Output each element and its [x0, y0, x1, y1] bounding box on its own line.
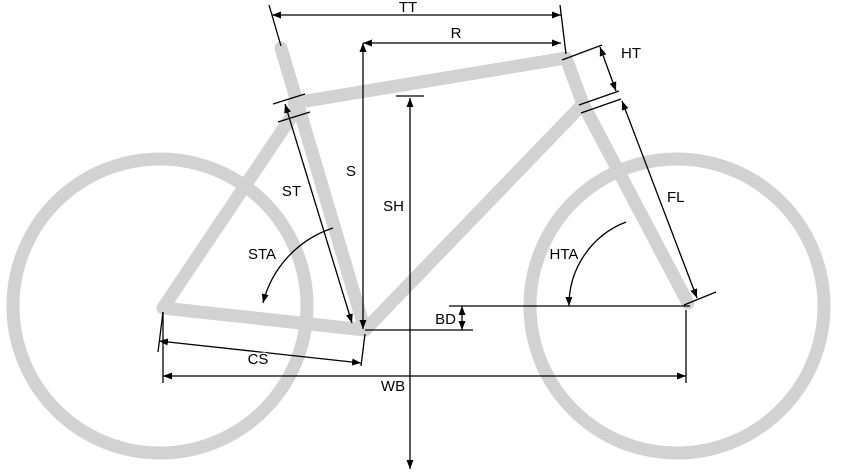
dimension-labels: TT R HT FL S SH ST STA HTA BD CS WB [246, 0, 686, 397]
label-fork-length: FL [667, 189, 685, 206]
seatstay-tube [156, 100, 305, 315]
label-bb-drop: BD [435, 311, 456, 328]
cs-tick-bb [360, 333, 366, 367]
label-reach: R [451, 25, 462, 42]
cs-tick-rear-axle [157, 311, 164, 353]
tt-extension-right [559, 4, 567, 55]
st-tick-upper [272, 93, 306, 105]
fl-tick-crown [580, 98, 622, 114]
label-stack: S [346, 163, 356, 180]
hta-arc [565, 221, 627, 307]
label-wheelbase: WB [381, 378, 405, 395]
dim-head-tube [561, 44, 620, 106]
dim-head-tube-angle [565, 221, 627, 307]
label-standover-height: SH [383, 198, 404, 215]
dim-seat-tube-angle [261, 227, 334, 304]
label-head-tube: HT [621, 45, 641, 62]
ht-tick-bottom [578, 90, 620, 106]
label-top-tube: TT [399, 0, 417, 16]
label-head-tube-angle: HTA [550, 246, 579, 263]
down-tube [358, 97, 590, 337]
label-seat-tube: ST [282, 183, 301, 200]
fl-tick-axle [683, 291, 717, 306]
cs-dimension-line [158, 338, 362, 366]
dim-chainstay [157, 311, 366, 367]
label-chainstay: CS [248, 351, 269, 368]
sta-arc [261, 227, 334, 304]
dim-seat-tube [272, 93, 353, 324]
dim-wheelbase [162, 310, 687, 383]
dim-top-tube [268, 4, 567, 55]
chainstay-tube [156, 301, 372, 337]
st-dimension-line [284, 103, 353, 324]
bike-silhouette [6, 41, 831, 460]
tt-extension-left [268, 4, 282, 47]
dim-standover [396, 95, 424, 469]
dimension-lines [157, 4, 717, 469]
dim-fork-length [580, 98, 717, 306]
label-seat-tube-angle: STA [248, 246, 276, 263]
ht-dimension-line [599, 46, 617, 92]
fl-dimension-line [621, 100, 698, 299]
ht-tick-top [561, 44, 603, 61]
head-tube [559, 51, 590, 111]
dim-bb-drop [365, 305, 690, 331]
top-tube [287, 51, 573, 110]
